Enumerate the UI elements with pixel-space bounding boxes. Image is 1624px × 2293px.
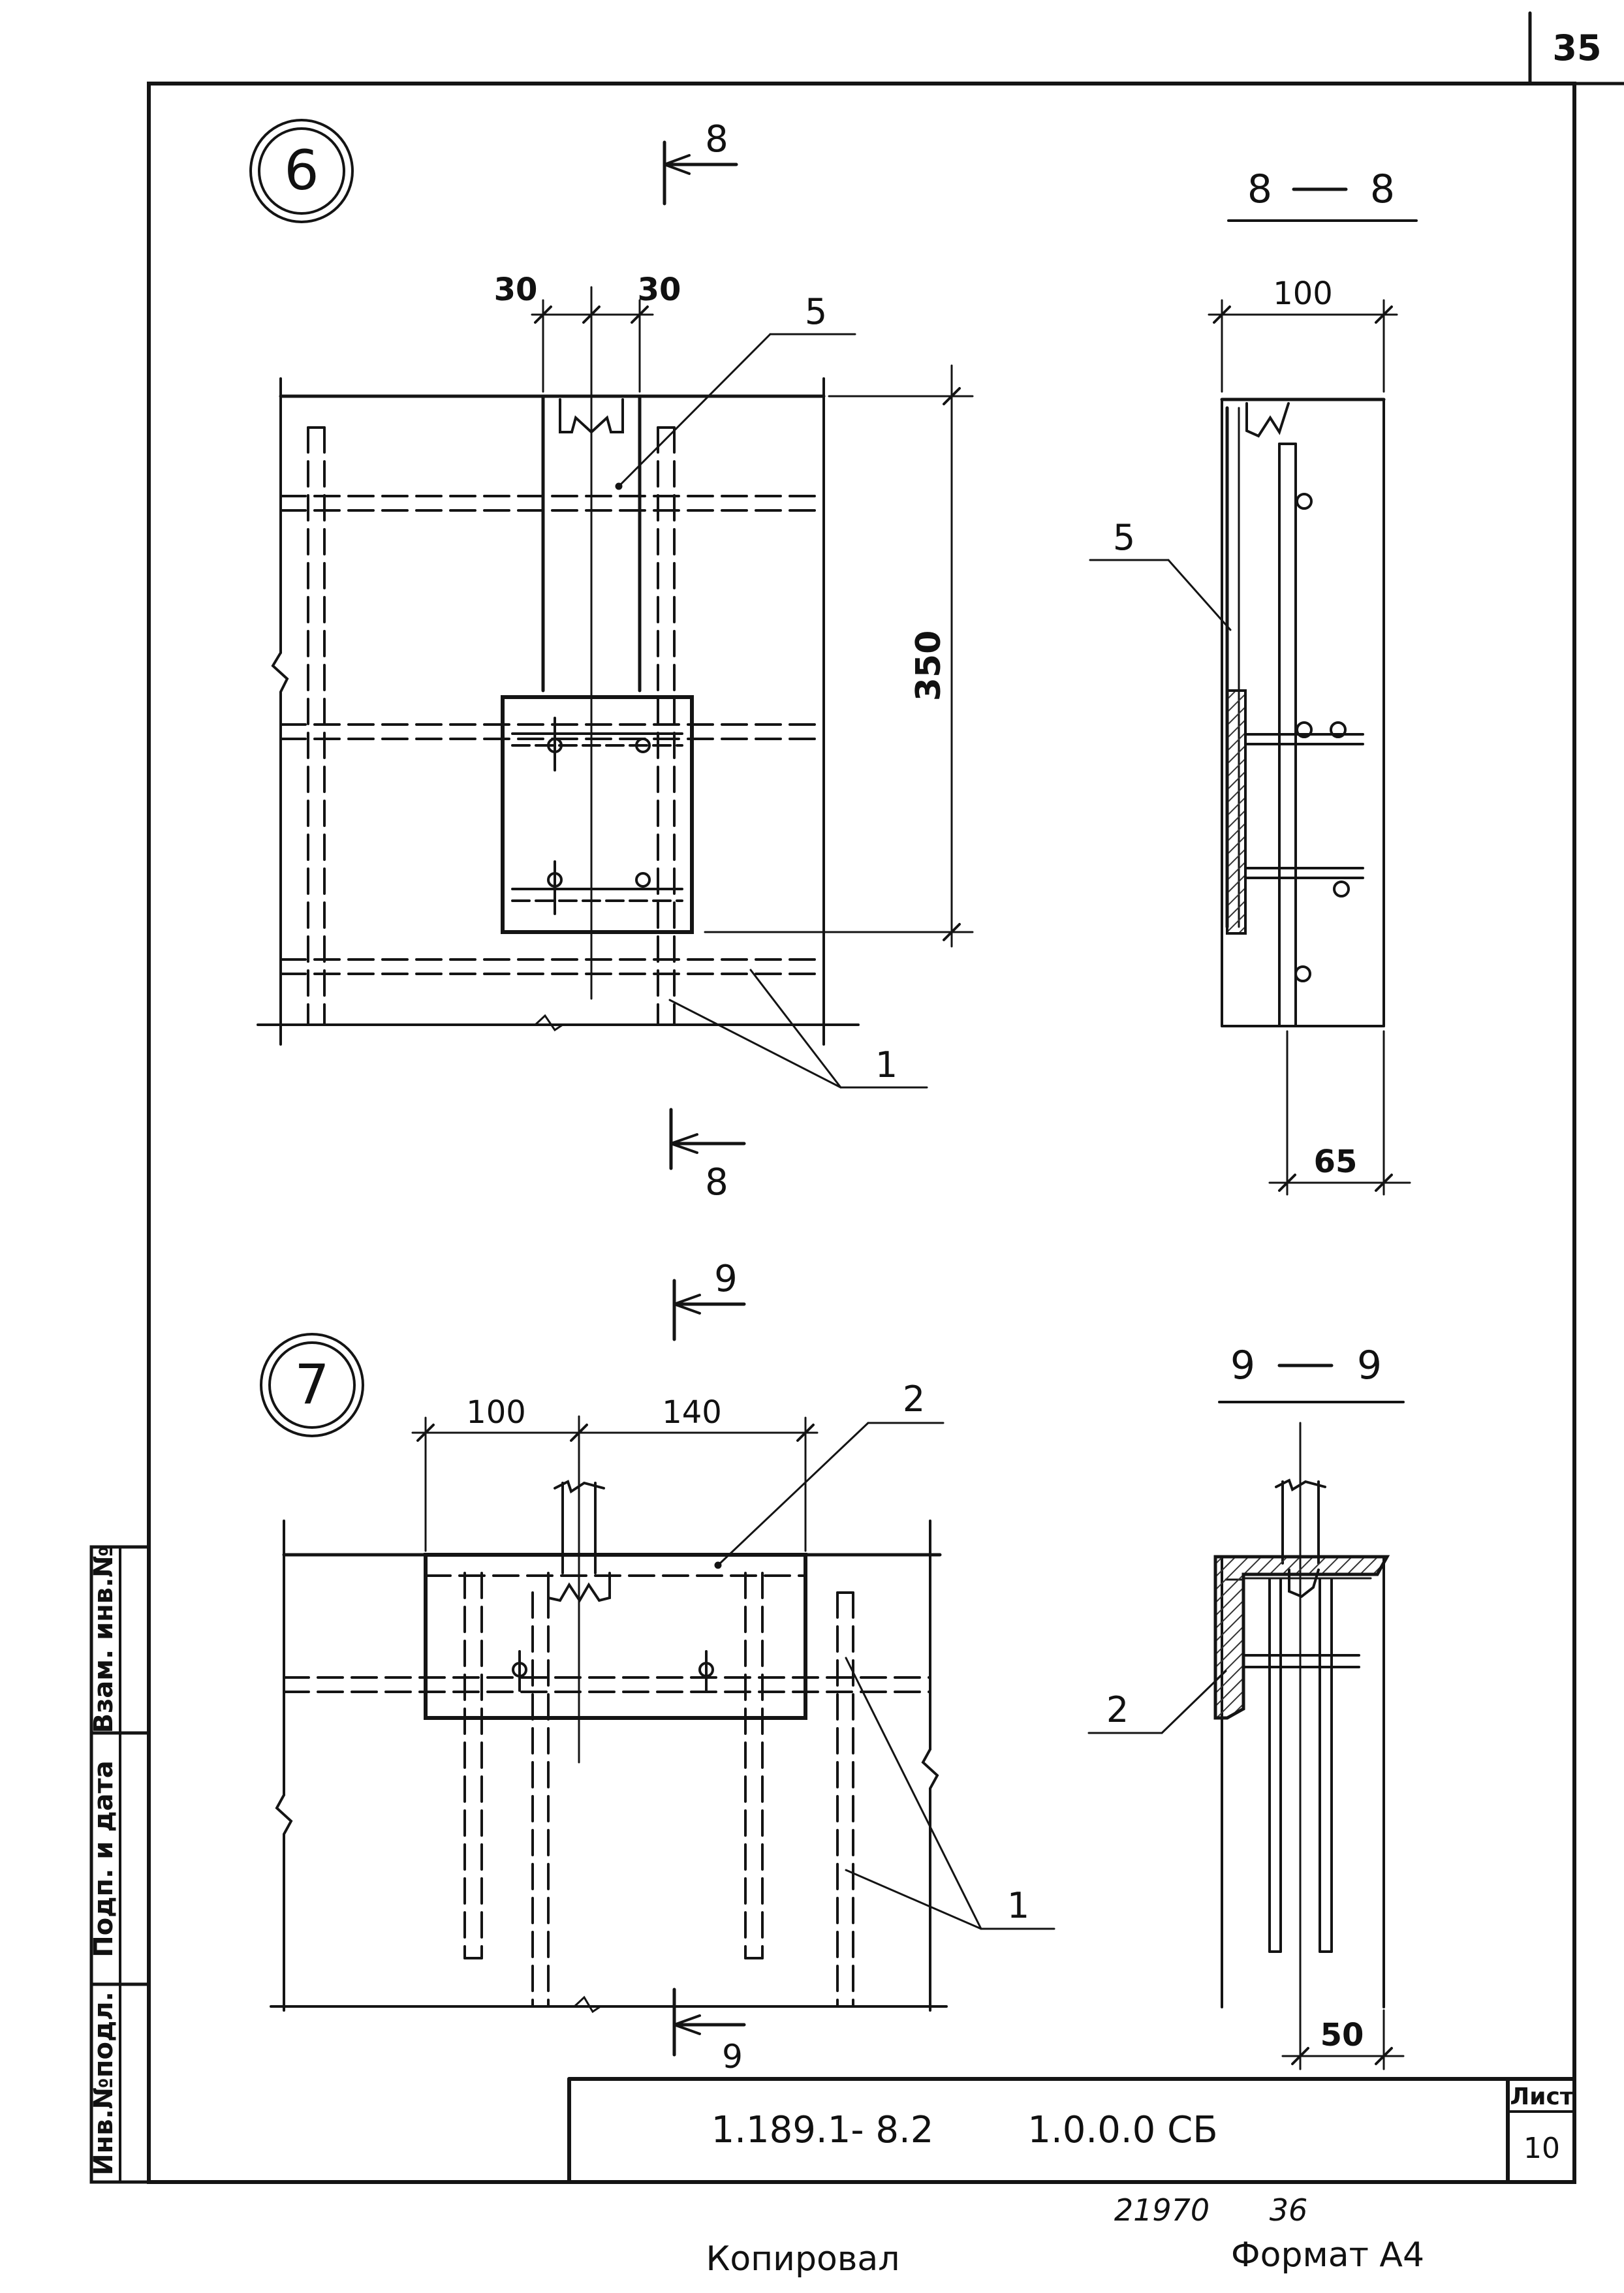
- footer-format: Формат А4: [1231, 2236, 1424, 2275]
- section-8-callout-5: 5: [1113, 517, 1135, 558]
- node-7-section-mark-top: [672, 1279, 746, 1341]
- section-8-title-left: 8: [1247, 166, 1272, 212]
- node-7-stem: [554, 1415, 605, 1764]
- section-9-dim-bottom: [1281, 2006, 1405, 2070]
- node-7-bubble-label: 7: [294, 1352, 329, 1416]
- node-6-section-label-bottom: 8: [705, 1161, 728, 1204]
- node-6-dim-right-label: 30: [638, 272, 681, 308]
- node-6-dim-top: [531, 286, 654, 393]
- node-6-bubble-inner: [258, 127, 345, 215]
- node-6-embedded-plate: [501, 695, 694, 934]
- title-series-code: 1.189.1- 8.2: [711, 2109, 934, 2151]
- node-7-slab: [270, 1520, 948, 2014]
- stamp-label-vzam-inv: Взам. инв.№: [89, 1546, 119, 1734]
- footer-archive-sheet: 36: [1270, 2192, 1308, 2228]
- section-9-callout-2: 2: [1106, 1689, 1129, 1730]
- node-6-section-mark-top: [663, 140, 738, 206]
- section-9-title-right: 9: [1357, 1343, 1382, 1388]
- section-9-body: [1221, 1422, 1385, 2012]
- footer-archive-number: 21970: [1114, 2192, 1210, 2228]
- node-7-callout-1: 1: [1007, 1885, 1029, 1926]
- page-number: 35: [1552, 27, 1601, 69]
- node-7-bubble-outer: [260, 1333, 364, 1437]
- node-7-bubble-inner: [268, 1341, 356, 1429]
- node-6-dim-left-label: 30: [494, 272, 538, 308]
- node-6-hidden-bars: [279, 426, 825, 1026]
- stamp-label-inv-podl: Инв.№подл.: [89, 1991, 119, 2176]
- node-6-leader-5: [615, 333, 856, 490]
- node-7-dim-left-label: 100: [466, 1394, 526, 1431]
- section-8-title-right: 8: [1370, 166, 1395, 212]
- node-6-dim-height: [704, 364, 974, 948]
- node-7-leader-2: [714, 1422, 945, 1569]
- node-7-section-mark-bottom: [672, 1988, 746, 2057]
- section-9-leader-2: [1087, 1670, 1227, 1734]
- section-8-plate-hatch: [1226, 689, 1247, 935]
- node-7-hidden-bars: [283, 1572, 931, 2008]
- section-9-angle-hatch: [1213, 1555, 1390, 1720]
- node-7-dim-right-label: 140: [662, 1394, 722, 1431]
- node-6-dim-height-label: 350: [909, 631, 948, 702]
- section-8-dim-bottom: [1268, 1030, 1411, 1196]
- section-8-dim-width: [1208, 299, 1398, 393]
- node-7-bar-ends: [463, 1591, 854, 1959]
- node-7-dim-top: [411, 1416, 819, 1552]
- section-9-dim-bottom-label: 50: [1320, 2017, 1364, 2053]
- title-block: [567, 2077, 1576, 2184]
- title-sheet-number: 10: [1523, 2132, 1560, 2165]
- node-6-leader-1: [668, 969, 928, 1089]
- section-8-leader-5: [1089, 559, 1232, 631]
- node-6-callout-1: 1: [875, 1044, 898, 1085]
- section-8-dim-bottom-label: 65: [1314, 1144, 1358, 1180]
- drawing-frame: [147, 82, 1576, 2184]
- footer-copied-by: Копировал: [706, 2239, 899, 2279]
- left-stamp: [89, 1545, 151, 2184]
- node-6-plate-anchors: [511, 717, 683, 915]
- node-6-callout-5: 5: [805, 291, 827, 332]
- node-7-section-label-top: 9: [714, 1258, 738, 1300]
- node-7-section-label-bottom: 9: [722, 2038, 743, 2076]
- node-6-section-mark-bottom: [669, 1108, 746, 1170]
- node-6-bubble-label: 6: [284, 138, 319, 202]
- node-7-plate-details: [512, 1572, 714, 1692]
- node-7-callout-2: 2: [903, 1379, 925, 1420]
- node-6-plate-stem: [541, 364, 642, 1000]
- node-6-section-label-top: 8: [705, 118, 728, 161]
- title-document-code: 1.0.0.0 СБ: [1027, 2109, 1217, 2151]
- node-7-leader-1: [845, 1657, 1055, 1930]
- node-6-bubble-outer: [249, 119, 354, 223]
- section-9-title-left: 9: [1230, 1343, 1255, 1388]
- node-7-angle-plate: [424, 1553, 807, 1720]
- stamp-label-podp-data: Подп. и дата: [89, 1760, 119, 1957]
- node-6-slab: [257, 377, 860, 1046]
- title-sheet-label: Лист: [1510, 2083, 1573, 2110]
- section-8-dim-width-label: 100: [1273, 275, 1333, 312]
